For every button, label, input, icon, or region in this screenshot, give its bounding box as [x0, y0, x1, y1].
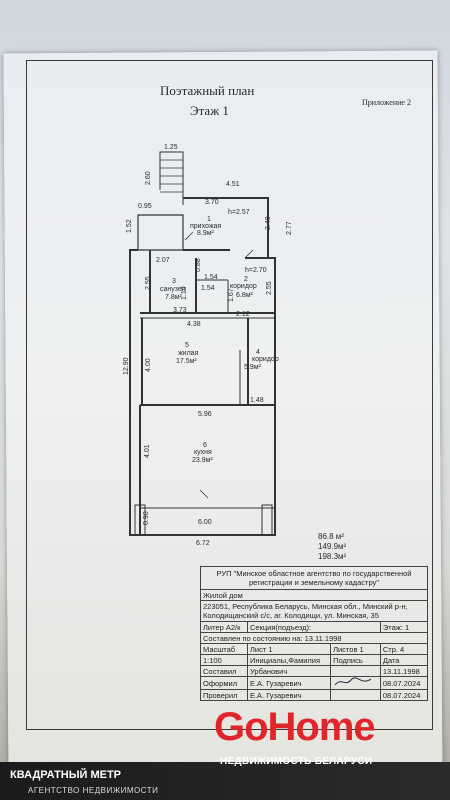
dim-255b: 2.55 — [266, 281, 273, 295]
stamp-head-sign: Подпись — [330, 654, 381, 666]
dim-154b: 1.54 — [201, 285, 215, 292]
room-6-num: 6 — [203, 442, 207, 449]
watermark-bar — [0, 762, 450, 800]
dim-373: 3.73 — [173, 307, 187, 314]
title-block: РУП "Минское областное агентство по госу… — [200, 566, 429, 701]
appendix-label: Приложение 2 — [362, 98, 411, 107]
room-2-area: 6.8м² — [236, 292, 254, 299]
dim-095: 0.95 — [138, 203, 152, 210]
stamp-signature — [330, 676, 381, 690]
dim-672: 6.72 — [196, 540, 210, 547]
room-2-name: коридор — [230, 283, 257, 290]
signature-icon — [334, 677, 372, 686]
room-2-num: 2 — [244, 276, 248, 283]
stamp-compiled-sign — [330, 665, 381, 677]
stamp-compiled: Составлен по состоянию на: 13.11.1998 — [200, 632, 428, 644]
stamp-scale-label: Масштаб — [200, 643, 248, 655]
room-3-area: 7.8м² — [165, 294, 183, 301]
dim-596: 5.96 — [198, 411, 212, 418]
dim-370: 3.70 — [205, 199, 219, 206]
stamp-compiled-label: Составил — [200, 665, 248, 677]
agency-logo-subtitle: АГЕНТСТВО НЕДВИЖИМОСТИ — [28, 786, 159, 795]
dim-148: 1.48 — [250, 397, 264, 404]
room-4-area: 5.9м² — [244, 364, 262, 371]
dim-240: 2.40 — [265, 216, 272, 230]
room-3-name: санузел — [160, 286, 186, 293]
stamp-checked-date: 08.07.2024 — [379, 689, 429, 701]
stamp-checked-name: Е.А. Гузаревич — [246, 689, 332, 701]
stamp-litera: Литер А2/к — [200, 621, 248, 633]
agency-logo-title: КВАДРАТНЫЙ МЕТР — [10, 769, 122, 781]
gohome-subtitle: НЕДВИЖИМОСТЬ БЕЛАРУСИ — [220, 756, 373, 767]
stamp-checked-label: Проверил — [200, 689, 248, 701]
stamp-sheet: Лист 1 — [246, 643, 332, 655]
dim-top-w: 4.51 — [226, 181, 240, 188]
dim-088: 0.88 — [195, 258, 202, 272]
stamp-floor: Этаж: 1 — [379, 621, 429, 633]
stamp-org: РУП "Минское областное агентство по госу… — [200, 566, 428, 590]
room-5-num: 5 — [185, 342, 189, 349]
dim-152: 1.52 — [126, 219, 133, 233]
room-6-name: кухня — [194, 449, 212, 456]
stamp-checked-sign — [330, 689, 381, 701]
stamp-address: 223051, Республика Беларусь, Минская обл… — [200, 600, 428, 622]
dim-090: 0.90 — [143, 511, 150, 525]
stamp-page: Стр. 4 — [379, 643, 429, 655]
height-hall: h=2.57 — [228, 209, 250, 216]
height-corridor: h=2.70 — [245, 267, 267, 274]
room-5-area: 17.5м² — [176, 358, 197, 365]
dim-207: 2.07 — [156, 257, 170, 264]
stamp-compiled-date: 13.11.1998 — [379, 665, 429, 677]
dim-1290: 12.90 — [123, 357, 130, 375]
room-4-num: 4 — [256, 349, 260, 356]
stamp-scale: 1:100 — [200, 654, 248, 666]
gohome-logo: GoHome — [214, 705, 376, 749]
dim-212: 2.12 — [236, 311, 250, 318]
room-1-area: 8.9м² — [197, 230, 215, 237]
stamp-head-name: Инициалы,Фамилия — [246, 654, 332, 666]
dim-400: 4.00 — [145, 358, 152, 372]
document-frame — [26, 60, 433, 730]
dim-600: 6.00 — [198, 519, 212, 526]
dim-277: 2.77 — [286, 221, 293, 235]
room-4-name: коридор — [252, 356, 279, 363]
stamp-formed-date: 08.07.2024 — [379, 676, 429, 690]
floor-label: Этаж 1 — [190, 103, 229, 118]
total-area-1: 86.8 м² — [318, 532, 344, 541]
stamp-compiled-name: Урбанович — [246, 665, 332, 677]
dim-255: 2.55 — [145, 276, 152, 290]
stamp-section: Секция(подъезд): — [246, 621, 381, 633]
room-6-area: 23.9м² — [192, 457, 213, 464]
stamp-object: Жилой дом — [200, 589, 428, 601]
page-title: Поэтажный план — [160, 83, 255, 98]
dim-stair-w: 1.25 — [164, 144, 178, 151]
dim-401: 4.01 — [144, 444, 151, 458]
room-1-name: прихожая — [190, 223, 221, 230]
stamp-formed-label: Оформил — [200, 676, 248, 690]
total-area-2: 149.9м² — [318, 542, 347, 551]
room-5-name: жилая — [178, 350, 199, 357]
dim-438: 4.38 — [187, 321, 201, 328]
dim-167: 1.67 — [228, 288, 235, 302]
total-area-3: 198.3м² — [318, 552, 347, 561]
stamp-sheets: Листов 1 — [330, 643, 381, 655]
stamp-formed-name: Е.А. Гузаревич — [246, 676, 332, 690]
stamp-head-date: Дата — [379, 654, 429, 666]
room-1-num: 1 — [207, 216, 211, 223]
dim-154a: 1.54 — [204, 274, 218, 281]
room-3-num: 3 — [172, 278, 176, 285]
dim-stair-len: 2.60 — [145, 171, 152, 185]
dim-110: 1.10 — [181, 286, 188, 300]
